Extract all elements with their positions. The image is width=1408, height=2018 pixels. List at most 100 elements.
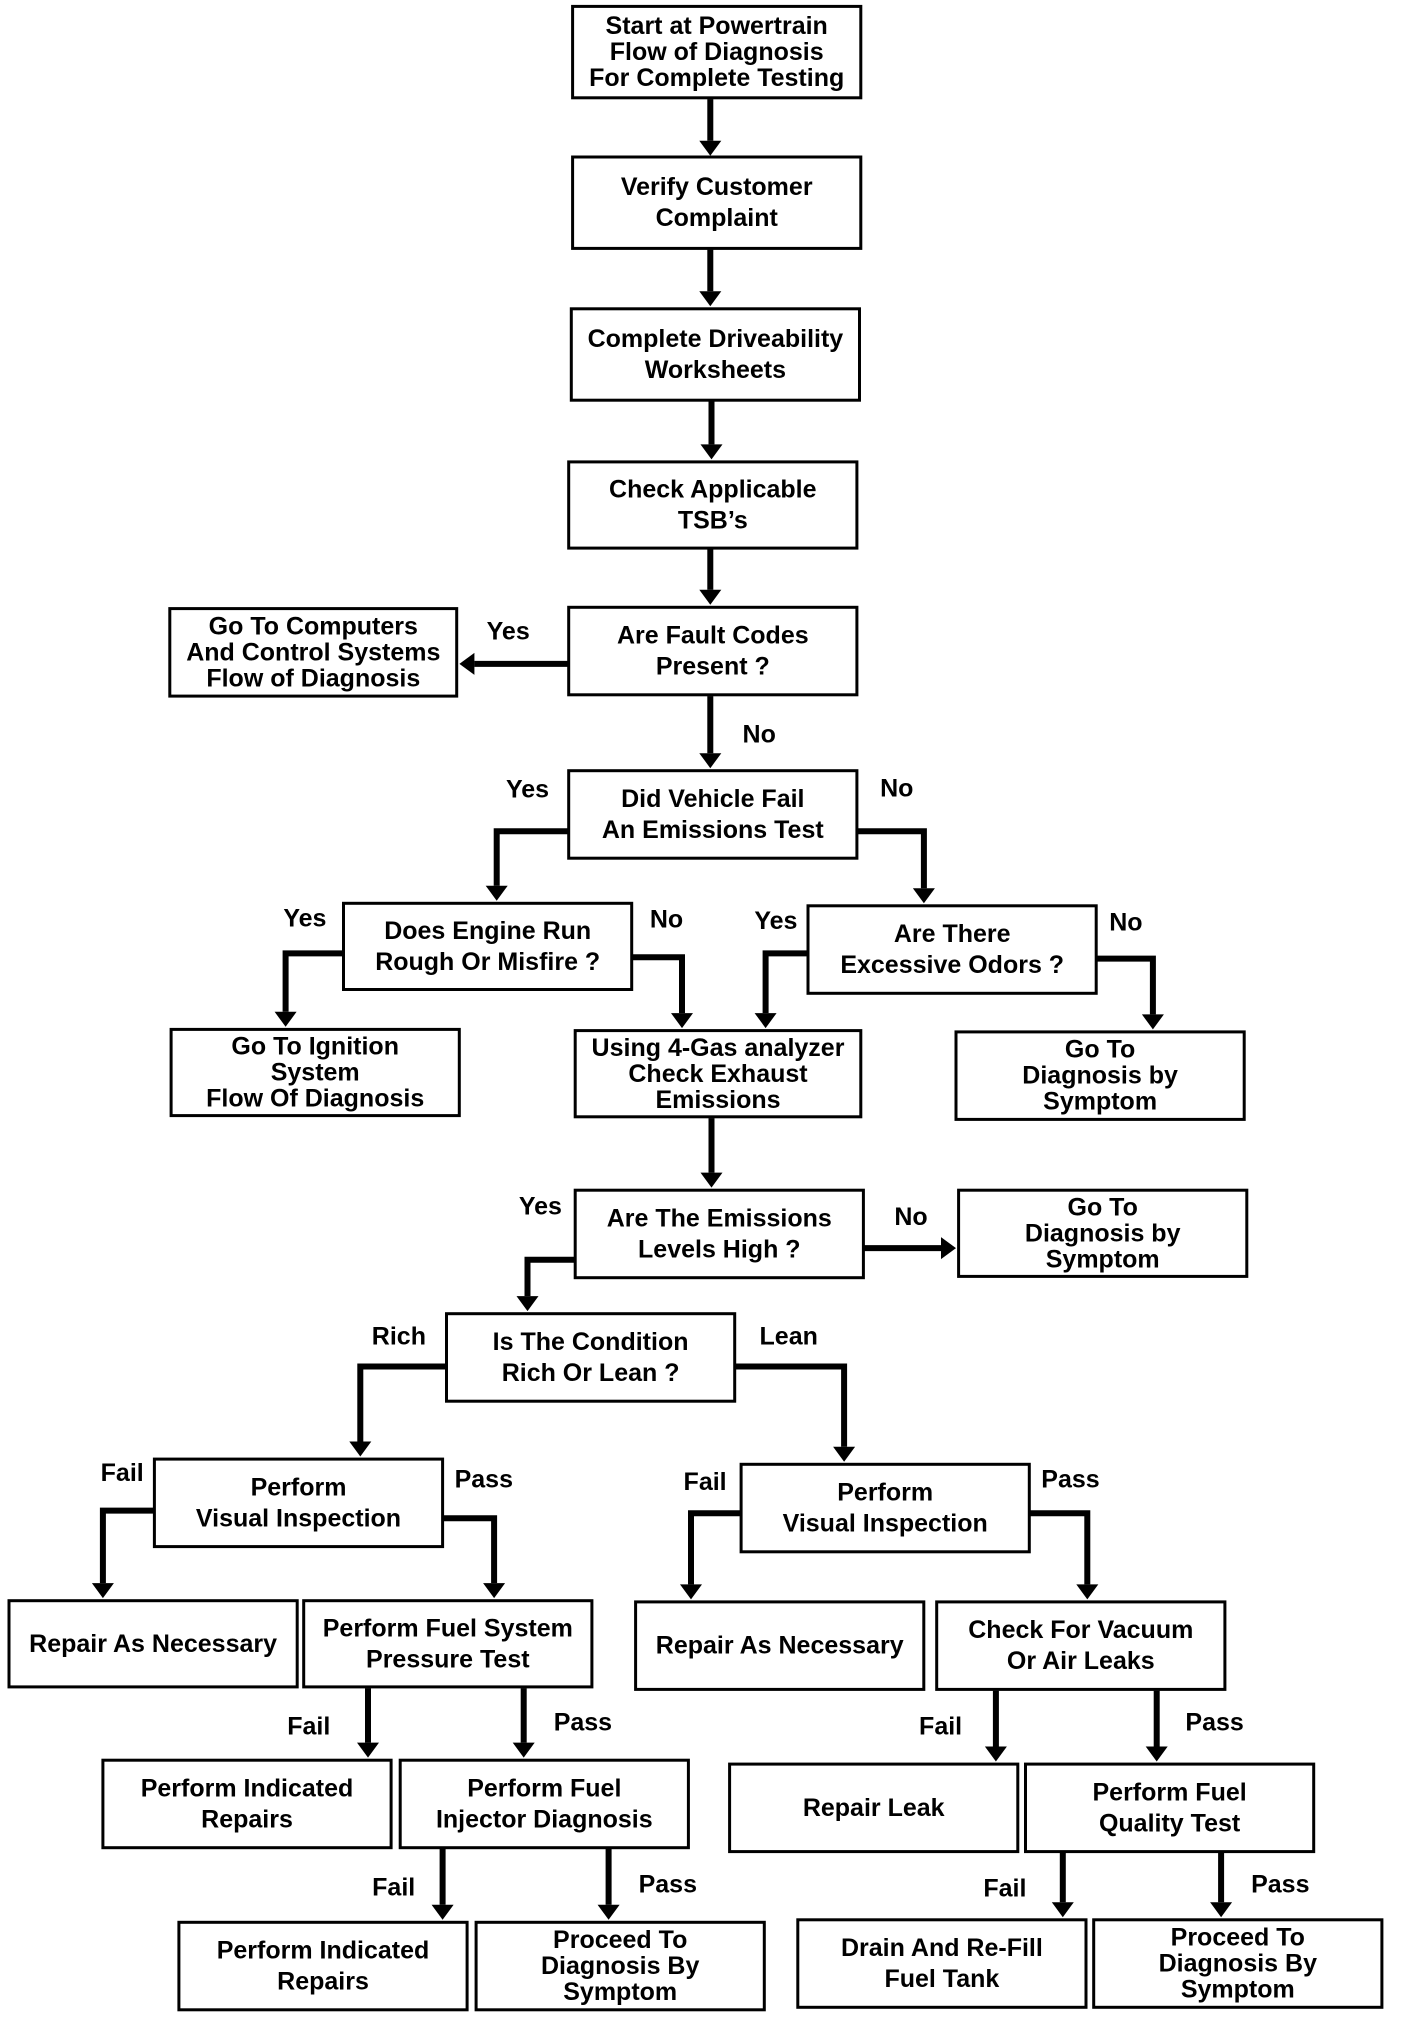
connector-arrow (597, 1849, 620, 1920)
node-text: Perform Fuel (467, 1775, 621, 1803)
connector-line (357, 1363, 447, 1442)
flow-node-repair-leak: Repair Leak (728, 1762, 1020, 1854)
node-box (954, 1030, 1246, 1121)
connector-arrow (699, 696, 722, 769)
node-text: Injector Diagnosis (436, 1806, 653, 1834)
arrowhead (984, 1746, 1007, 1762)
node-text: Are Fault Codes (617, 622, 809, 650)
connector-arrow (349, 1363, 447, 1457)
edge-label-vacuum-fail: Fail (919, 1713, 962, 1741)
arrowhead (485, 885, 508, 901)
connector-line (762, 950, 808, 1014)
node-text: Go To (1068, 1193, 1138, 1221)
node-text: Check Applicable (609, 476, 817, 504)
node-text: Did Vehicle Fail (621, 785, 804, 813)
arrowhead (699, 140, 722, 156)
node-text: Visual Inspection (196, 1504, 401, 1532)
node-text: And Control Systems (186, 638, 440, 666)
connector-line (1029, 1510, 1091, 1585)
node-text: Present ? (656, 653, 770, 681)
node-text: For Complete Testing (589, 64, 844, 92)
edge-label-vacuum-pass: Pass (1185, 1709, 1243, 1737)
node-box (445, 1312, 737, 1403)
node-box (567, 605, 859, 697)
arrowhead (512, 1742, 535, 1758)
node-text: Complaint (656, 204, 779, 232)
node-text: Rich Or Lean ? (502, 1359, 680, 1387)
arrowhead (941, 1237, 956, 1260)
node-text: Symptom (1046, 1245, 1160, 1273)
node-box (728, 1762, 1020, 1854)
connector-arrow (357, 1688, 379, 1758)
connector-arrow (516, 1256, 576, 1312)
connector-line (736, 1363, 848, 1447)
edge-label-rough-yes: Yes (283, 904, 326, 932)
node-text: Symptom (1181, 1976, 1295, 2004)
node-text: Are There (894, 920, 1011, 948)
connector-arrow (512, 1688, 535, 1758)
connector-arrow (699, 249, 722, 307)
arrowhead (516, 1296, 539, 1312)
edge-label-quality-fail: Fail (983, 1875, 1026, 1903)
node-box (796, 1918, 1088, 2009)
node-text: Visual Inspection (783, 1510, 988, 1538)
node-text: Symptom (1043, 1088, 1157, 1116)
connector-line (688, 1510, 742, 1585)
arrowhead (459, 652, 475, 675)
flow-node-repair-rich: Repair As Necessary (7, 1599, 299, 1689)
node-text: An Emissions Test (602, 816, 824, 844)
connector-arrow (485, 828, 569, 901)
connector-arrow (984, 1690, 1007, 1762)
node-text: Are The Emissions (607, 1204, 832, 1232)
arrowhead (754, 1013, 777, 1029)
edge-label-odors-yes: Yes (754, 907, 797, 935)
node-text: Diagnosis By (541, 1952, 699, 1980)
node-box (101, 1758, 393, 1850)
node-text: Does Engine Run (384, 917, 591, 945)
connector-line (856, 828, 927, 889)
node-text: Complete Driveability (588, 325, 844, 353)
node-text: Fuel Tank (884, 1965, 999, 1993)
node-text: Go To Ignition (231, 1033, 399, 1061)
node-box (1024, 1762, 1316, 1854)
arrowhead (700, 1172, 723, 1188)
connector-arrow (699, 99, 722, 156)
arrowhead (1051, 1902, 1074, 1918)
arrowhead (1210, 1902, 1233, 1918)
arrowhead (671, 1013, 693, 1029)
edge-label-odors-no: No (1109, 908, 1142, 936)
node-text: Worksheets (645, 356, 786, 384)
connector-line (524, 1256, 576, 1297)
node-text: Symptom (563, 1978, 677, 2006)
connector-arrow (1145, 1690, 1168, 1762)
node-box (474, 1920, 766, 2012)
edge-label-visual-lean-fail: Fail (684, 1468, 727, 1496)
node-box (571, 4, 863, 100)
connector-arrow (91, 1507, 155, 1599)
edge-label-injector-pass: Pass (639, 1871, 697, 1899)
node-text: Proceed To (553, 1926, 687, 1954)
node-text: Perform Indicated (141, 1775, 354, 1803)
node-box (806, 904, 1098, 995)
node-text: TSB’s (678, 507, 748, 535)
arrowhead (483, 1583, 506, 1599)
node-text: Check Exhaust (628, 1060, 808, 1088)
edge-label-fault-yes: Yes (487, 618, 530, 646)
connector-arrow (1210, 1852, 1233, 1918)
connector-arrow (431, 1849, 454, 1920)
